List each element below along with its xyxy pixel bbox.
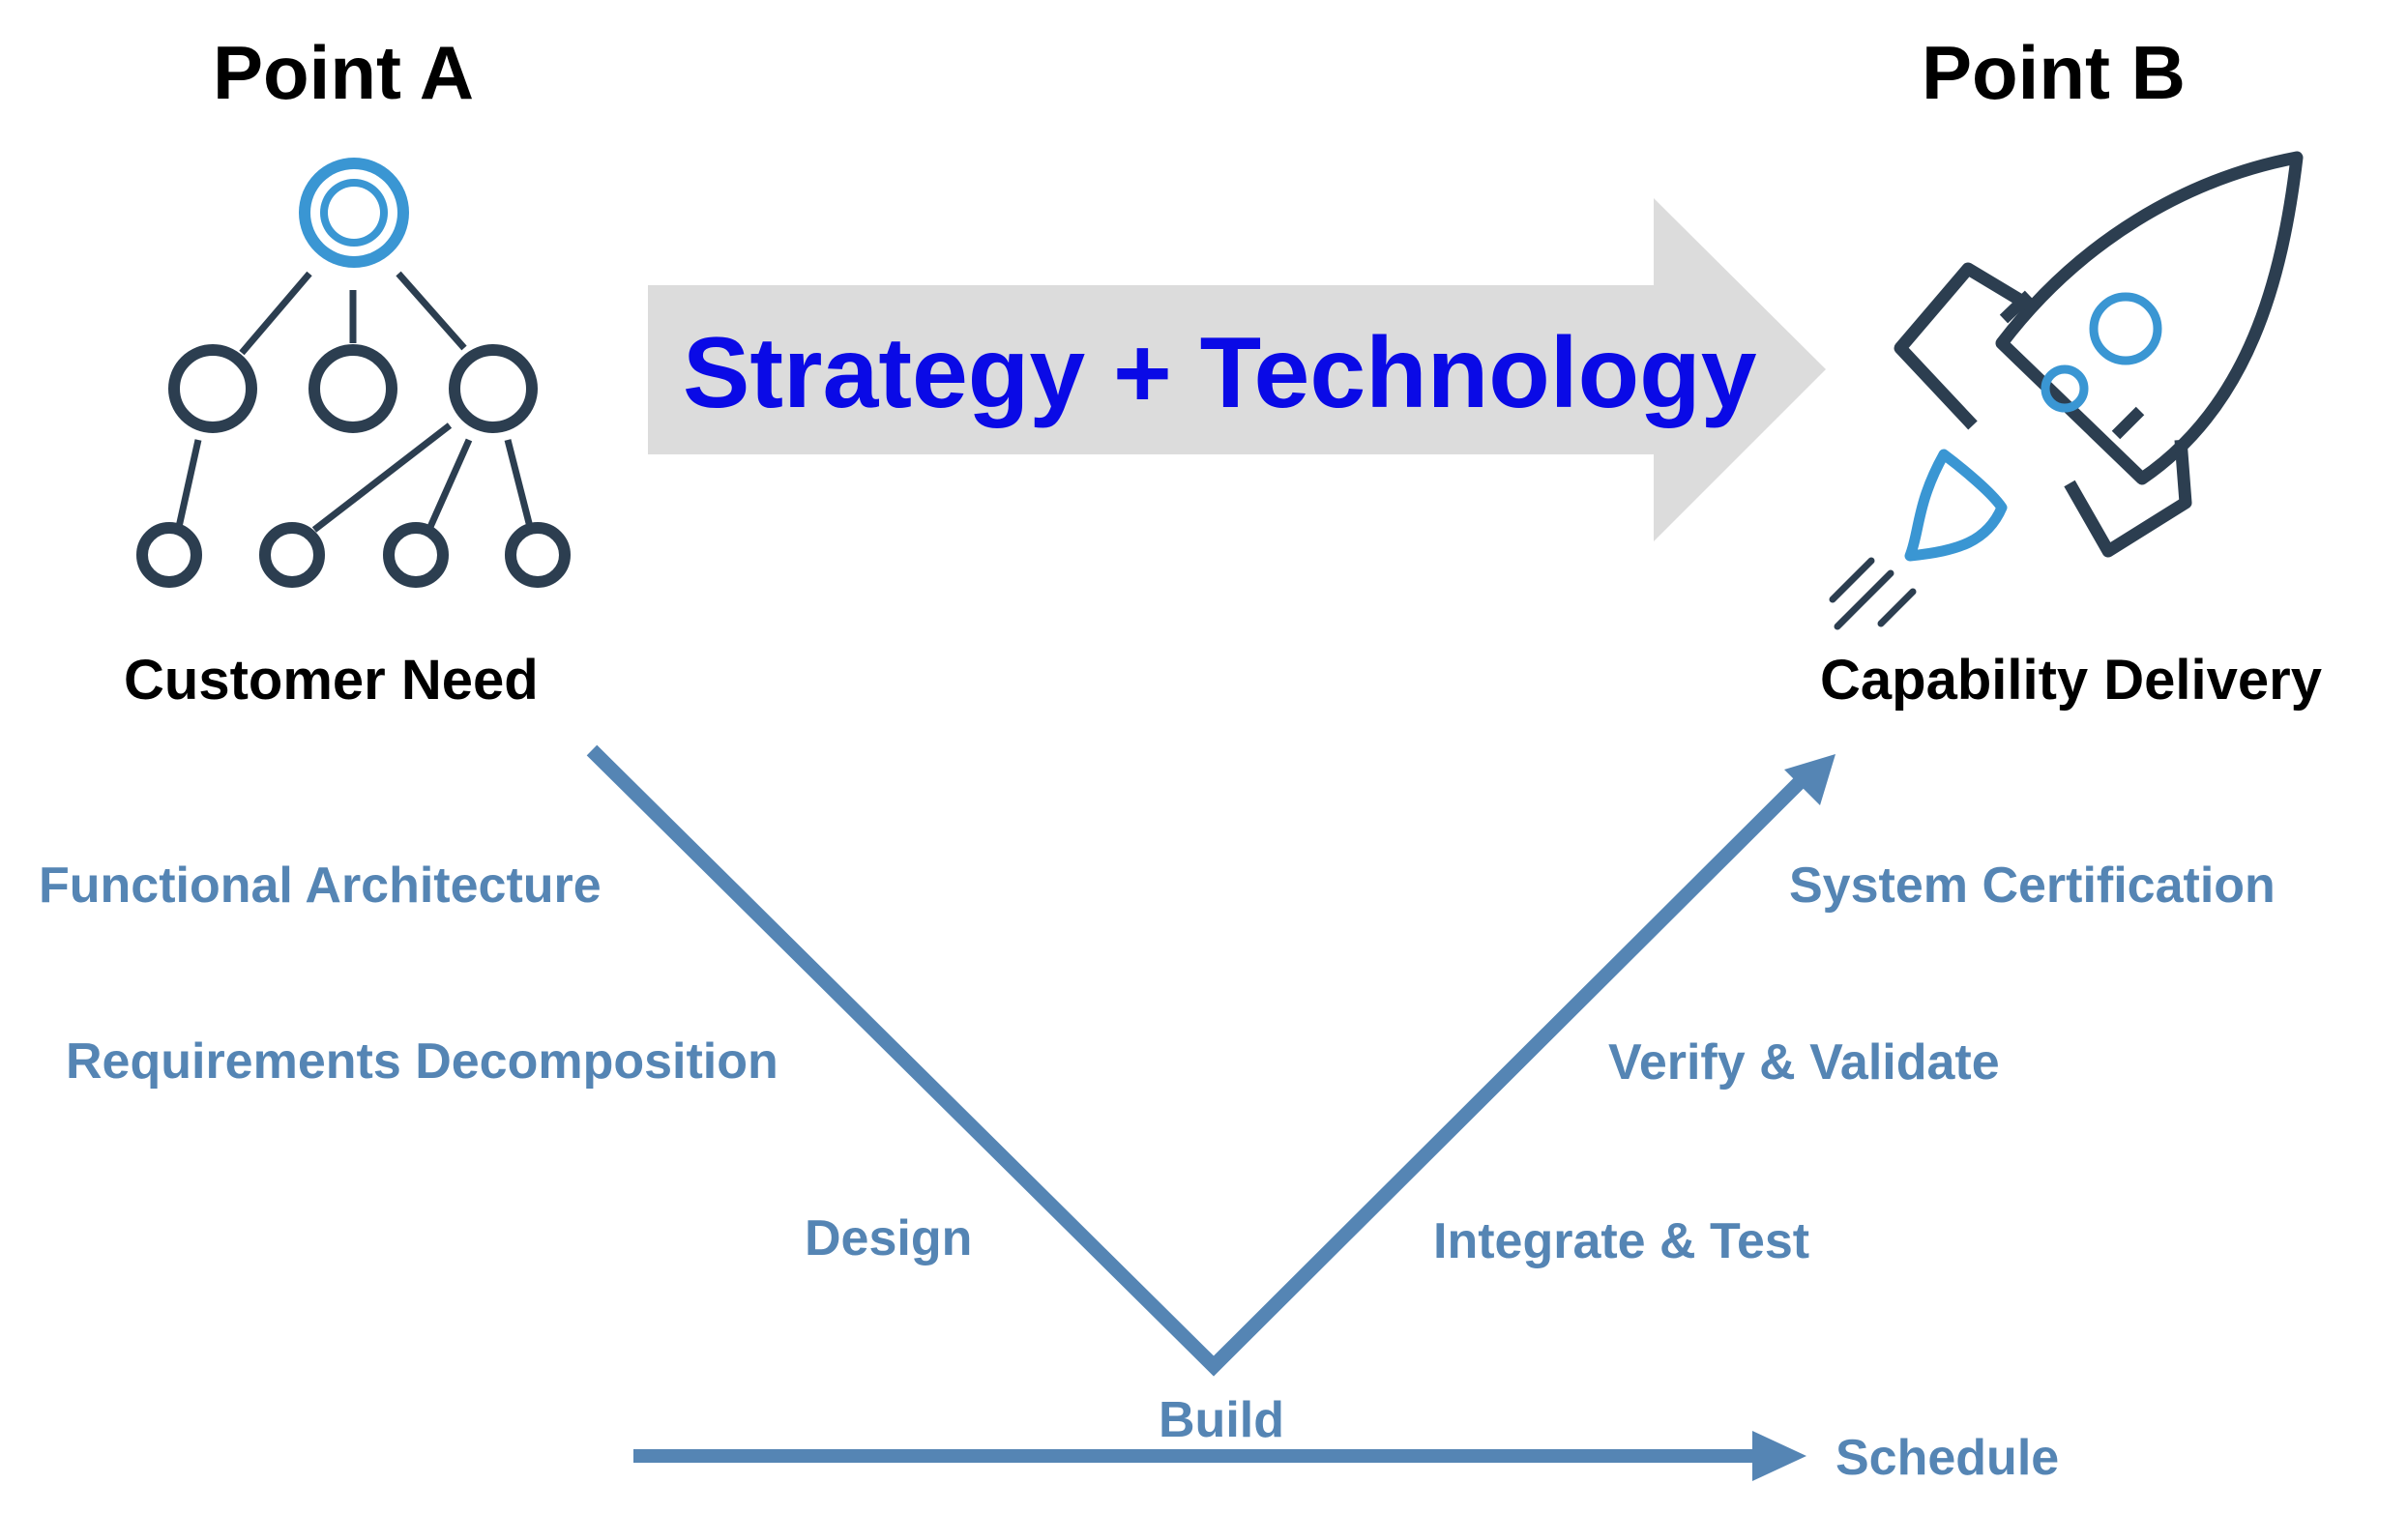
rocket-left-fin	[1894, 262, 2040, 430]
org-hierarchy-icon	[136, 158, 571, 588]
stage-functional-architecture: Functional Architecture	[39, 858, 602, 914]
rocket-window-small	[2041, 364, 2089, 413]
vee-arrowhead	[1784, 754, 1835, 805]
rocket-icon	[1829, 151, 2304, 630]
strategy-technology-label: Strategy + Technology	[683, 317, 1757, 429]
rocket-right-fin	[2064, 439, 2192, 558]
vee-line	[586, 744, 1814, 1377]
customer-need-label: Customer Need	[124, 649, 539, 712]
rocket-body	[1995, 151, 2304, 485]
capability-delivery-label: Capability Delivery	[1820, 649, 2322, 712]
point-b-title: Point B	[1922, 30, 2186, 115]
stage-integrate-test: Integrate & Test	[1433, 1213, 1810, 1269]
stage-verify-validate: Verify & Validate	[1608, 1034, 2000, 1091]
strategy-arrow-shape	[648, 198, 1826, 541]
point-a-title: Point A	[213, 30, 475, 115]
stage-system-certification: System Certification	[1789, 858, 2276, 914]
schedule-label: Schedule	[1835, 1430, 2060, 1486]
rocket-window-large	[2089, 292, 2162, 365]
stage-design: Design	[805, 1210, 973, 1266]
stage-requirements-decomposition: Requirements Decomposition	[66, 1033, 778, 1090]
stage-build: Build	[1159, 1392, 1284, 1448]
schedule-arrowhead	[1752, 1431, 1806, 1481]
rocket-flame	[1904, 449, 2008, 562]
